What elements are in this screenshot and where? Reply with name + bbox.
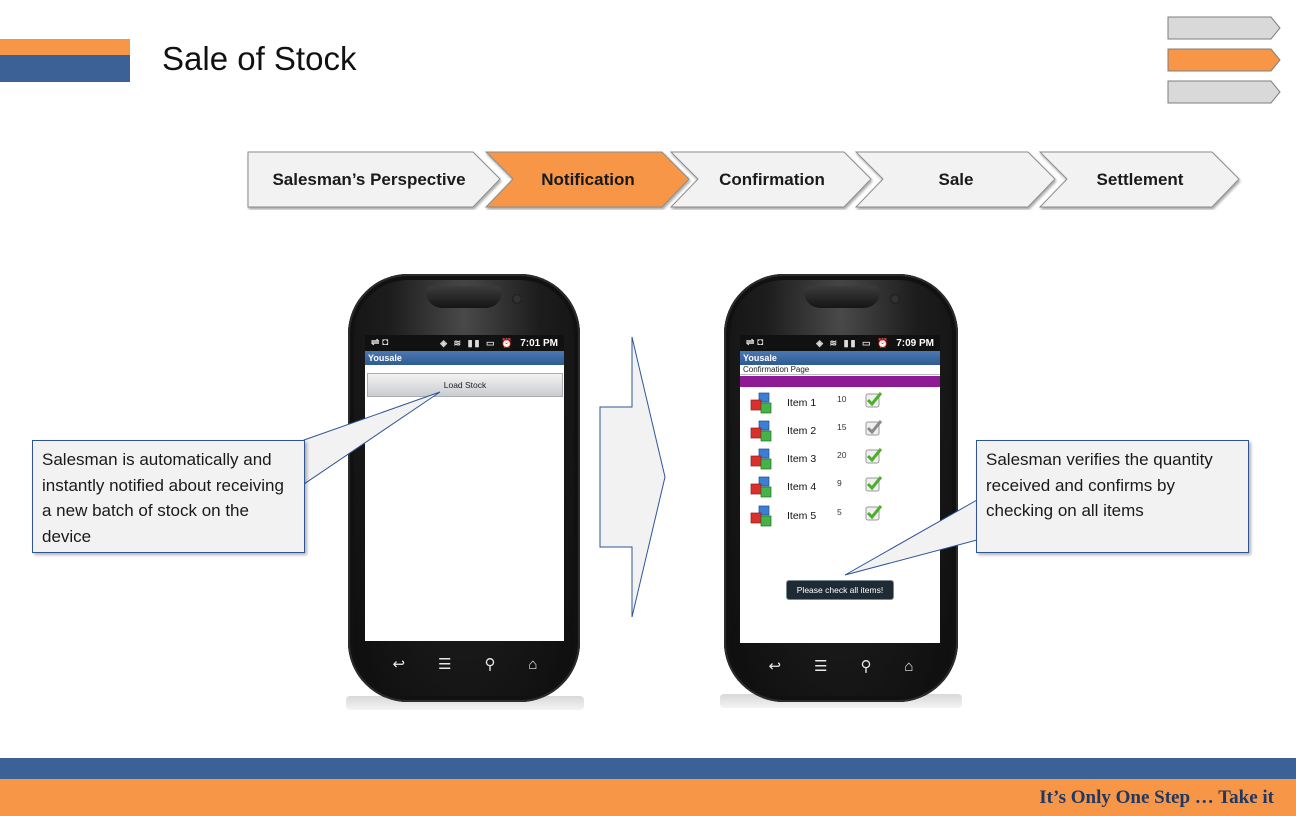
app-bar: Yousale <box>365 351 564 365</box>
home-icon[interactable]: ⌂ <box>528 655 538 673</box>
checkbox-icon[interactable] <box>865 475 882 492</box>
list-item[interactable]: Item 1 10 <box>750 392 930 414</box>
list-item[interactable]: Item 4 9 <box>750 476 930 498</box>
status-bar: ⇌ ◘ ◈ ≋ ▮▮ ▭ ⏰ 7:01 PM <box>365 335 564 351</box>
chevron-step-3 <box>669 151 872 208</box>
callout-left: Salesman is automatically and instantly … <box>32 440 305 553</box>
cube-icon <box>750 420 772 442</box>
tagline: It’s Only One Step … Take it <box>1039 787 1274 808</box>
step-label-settlement: Settlement <box>1096 170 1184 189</box>
logo-bar-orange <box>0 39 130 55</box>
mini-step-1 <box>1167 16 1281 40</box>
mini-step-indicator <box>1167 16 1281 104</box>
status-icons: ◈ ≋ ▮▮ ▭ ⏰ <box>440 337 515 348</box>
status-time: 7:01 PM <box>520 337 558 349</box>
menu-icon[interactable]: ☰ <box>814 658 828 675</box>
item-qty: 10 <box>837 394 847 404</box>
mini-step-2 <box>1167 48 1281 72</box>
toast-message: Please check all items! <box>786 580 894 600</box>
footer-bar-blue <box>0 758 1296 779</box>
home-icon[interactable]: ⌂ <box>904 657 914 675</box>
load-stock-button[interactable]: Load Stock <box>367 373 563 397</box>
usb-icon: ⇌ ◘ <box>371 337 389 348</box>
search-icon[interactable]: ⚲ <box>860 658 872 675</box>
callout-right: Salesman verifies the quantity received … <box>976 440 1249 553</box>
chevron-step-5 <box>1038 151 1240 208</box>
list-item[interactable]: Item 3 20 <box>750 448 930 470</box>
footer-bar-orange <box>0 779 1296 816</box>
phone-right-screen: ⇌ ◘ ◈ ≋ ▮▮ ▭ ⏰ 7:09 PM Yousale Confirmat… <box>740 335 940 643</box>
checkbox-icon[interactable] <box>865 391 882 408</box>
step-label-notification: Notification <box>541 170 635 189</box>
back-icon[interactable]: ↩ <box>768 658 782 675</box>
transition-arrow <box>599 336 666 618</box>
chevron-step-2 <box>484 151 690 208</box>
status-icons: ◈ ≋ ▮▮ ▭ ⏰ <box>816 337 891 348</box>
checkbox-icon[interactable] <box>865 419 882 436</box>
phone-left-screen: ⇌ ◘ ◈ ≋ ▮▮ ▭ ⏰ 7:01 PM Yousale Load Stoc… <box>365 335 564 641</box>
search-icon[interactable]: ⚲ <box>484 656 496 673</box>
back-icon[interactable]: ↩ <box>392 656 406 673</box>
phone-right: ⇌ ◘ ◈ ≋ ▮▮ ▭ ⏰ 7:09 PM Yousale Confirmat… <box>720 274 962 712</box>
status-bar: ⇌ ◘ ◈ ≋ ▮▮ ▭ ⏰ 7:09 PM <box>740 335 940 351</box>
item-name: Item 1 <box>787 397 817 409</box>
step-label-confirmation: Confirmation <box>719 170 825 189</box>
status-time: 7:09 PM <box>896 337 934 349</box>
confirmation-page-label: Confirmation Page <box>740 365 940 375</box>
mini-step-3 <box>1167 80 1281 104</box>
list-item[interactable]: Item 5 5 <box>750 505 930 527</box>
app-bar: Yousale <box>740 351 940 365</box>
step-label-salesman-perspective: Salesman’s Perspective <box>272 170 466 189</box>
item-qty: 9 <box>837 478 842 488</box>
purple-bar <box>740 376 940 387</box>
chevron-step-1 <box>247 151 501 208</box>
cube-icon <box>750 392 772 414</box>
item-name: Item 5 <box>787 510 817 522</box>
page-title: Sale of Stock <box>162 40 357 77</box>
item-qty: 5 <box>837 507 842 517</box>
item-qty: 20 <box>837 450 847 460</box>
process-chevrons <box>247 151 1240 208</box>
item-name: Item 3 <box>787 453 817 465</box>
item-name: Item 4 <box>787 481 817 493</box>
step-label-sale: Sale <box>938 170 974 189</box>
logo-bar-blue <box>0 55 130 82</box>
phone-left: ⇌ ◘ ◈ ≋ ▮▮ ▭ ⏰ 7:01 PM Yousale Load Stoc… <box>346 274 584 716</box>
menu-icon[interactable]: ☰ <box>438 656 452 673</box>
nav-bar: ↩ ☰ ⚲ ⌂ <box>752 654 930 678</box>
usb-icon: ⇌ ◘ <box>746 337 764 348</box>
nav-bar: ↩ ☰ ⚲ ⌂ <box>376 652 554 676</box>
item-name: Item 2 <box>787 425 817 437</box>
chevron-step-4 <box>854 151 1056 208</box>
checkbox-icon[interactable] <box>865 447 882 464</box>
list-item[interactable]: Item 2 15 <box>750 420 930 442</box>
cube-icon <box>750 448 772 470</box>
item-qty: 15 <box>837 422 847 432</box>
checkbox-icon[interactable] <box>865 504 882 521</box>
cube-icon <box>750 476 772 498</box>
cube-icon <box>750 505 772 527</box>
